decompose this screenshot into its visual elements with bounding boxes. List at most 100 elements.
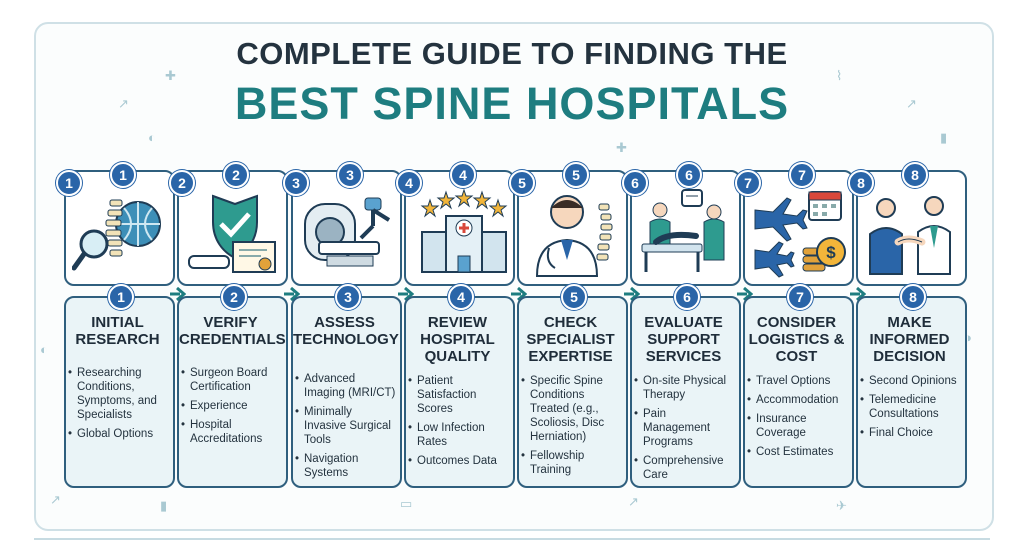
- list-item: Outcomes Data: [408, 454, 509, 468]
- step-heading: VERIFY CREDENTIALS: [179, 314, 286, 348]
- chart-icon: ↗: [50, 492, 61, 507]
- step-bullet-list: Surgeon Board Certification Experience H…: [181, 366, 282, 451]
- title-line-1: COMPLETE GUIDE TO FINDING THE: [236, 36, 788, 71]
- step-number-badge: 6: [622, 170, 648, 196]
- step-bullet-list: On-site Physical Therapy Pain Management…: [634, 374, 735, 487]
- step-illustration-card: $ 7 7: [735, 162, 854, 286]
- list-item: Minimally Invasive Surgical Tools: [295, 405, 396, 447]
- step-number-badge: 5: [561, 284, 587, 310]
- list-item: Cost Estimates: [747, 445, 848, 459]
- step-number-badge: 2: [221, 284, 247, 310]
- list-item: Fellowship Training: [521, 449, 622, 477]
- step-number-badge: 5: [563, 162, 589, 188]
- step-bullet-list: Researching Conditions, Symptoms, and Sp…: [68, 366, 169, 446]
- pill-icon: ◐: [148, 130, 156, 145]
- step-number-badge: 2: [169, 170, 195, 196]
- step-number-badge: 2: [223, 162, 249, 188]
- step-number-badge: 3: [337, 162, 363, 188]
- bar-chart-icon: ▮: [160, 498, 168, 513]
- bar-chart-icon: ▮: [940, 130, 948, 145]
- list-item: Experience: [181, 399, 282, 413]
- step-8-make-informed-decision: 8 8 8 MAKE INFORMED DECISION Second Opin…: [848, 162, 967, 488]
- list-item: Second Opinions: [860, 374, 961, 388]
- step-number-badge: 3: [283, 170, 309, 196]
- list-item: Hospital Accreditations: [181, 418, 282, 446]
- step-illustration-card: 5 5: [509, 162, 628, 286]
- step-illustration-card: 8 8: [848, 162, 967, 286]
- step-illustration-card: 1 1: [56, 162, 175, 286]
- list-item: On-site Physical Therapy: [634, 374, 735, 402]
- list-item: Telemedicine Consultations: [860, 393, 961, 421]
- list-item: Global Options: [68, 427, 169, 441]
- list-item: Accommodation: [747, 393, 848, 407]
- step-number-badge: 1: [108, 284, 134, 310]
- step-number-badge: 3: [335, 284, 361, 310]
- step-number-badge: 6: [676, 162, 702, 188]
- heartbeat-icon: ⌇: [836, 68, 843, 83]
- list-item: Low Infection Rates: [408, 421, 509, 449]
- step-illustration-card: 4 4: [396, 162, 515, 286]
- step-3-assess-technology: 3 3 3 ASSESS TECHNOLOGY Advanced Imaging…: [283, 162, 402, 488]
- list-item: Researching Conditions, Symptoms, and Sp…: [68, 366, 169, 422]
- medical-cross-icon: ✚: [616, 140, 627, 155]
- step-number-badge: 1: [56, 170, 82, 196]
- chart-icon: ↗: [628, 494, 639, 509]
- chart-icon: ↗: [118, 96, 129, 111]
- shield-certificate-icon: [188, 194, 276, 273]
- hospital-stars-icon: [420, 188, 508, 273]
- step-2-verify-credentials: 2 2 2 VERIFY CREDENTIALS Surgeon Board C…: [169, 162, 288, 488]
- list-item: Comprehensive Care: [634, 454, 735, 482]
- step-heading: CONSIDER LOGISTICS & COST: [748, 314, 845, 365]
- step-4-review-hospital-quality: 4 4 4 REVIEW HOSPITAL QUALITY Patient Sa…: [396, 162, 515, 488]
- list-item: Travel Options: [747, 374, 848, 388]
- step-6-evaluate-support-services: 6 6 6 EVALUATE SUPPORT SERVICES On-site …: [622, 162, 741, 488]
- step-number-badge: 6: [674, 284, 700, 310]
- step-heading: ASSESS TECHNOLOGY: [293, 314, 399, 348]
- step-heading: REVIEW HOSPITAL QUALITY: [420, 314, 495, 365]
- step-heading: INITIAL RESEARCH: [75, 314, 160, 348]
- title-line-2: BEST SPINE HOSPITALS: [234, 78, 790, 129]
- handshake-doctor-icon: [869, 196, 951, 275]
- step-number-badge: 4: [450, 162, 476, 188]
- medical-cross-icon: ✚: [165, 68, 176, 83]
- list-item: Final Choice: [860, 426, 961, 440]
- step-bullet-list: Specific Spine Conditions Treated (e.g.,…: [521, 374, 622, 482]
- step-illustration-card: 3 3: [283, 162, 402, 286]
- chart-icon: ↗: [906, 96, 917, 111]
- step-number-badge: 1: [110, 162, 136, 188]
- step-heading: MAKE INFORMED DECISION: [869, 314, 950, 365]
- step-number-badge: 8: [848, 170, 874, 196]
- document-icon: ▭: [400, 496, 413, 511]
- step-1-initial-research: 1 1 1 INITIAL RESEARCH Researching Condi…: [56, 162, 175, 488]
- bottom-divider: [34, 538, 990, 540]
- step-number-badge: 5: [509, 170, 535, 196]
- step-heading: CHECK SPECIALIST EXPERTISE: [526, 314, 615, 365]
- step-number-badge: 4: [448, 284, 474, 310]
- step-bullet-list: Advanced Imaging (MRI/CT) Minimally Inva…: [295, 372, 396, 485]
- step-bullet-list: Travel Options Accommodation Insurance C…: [747, 374, 848, 464]
- list-item: Patient Satisfaction Scores: [408, 374, 509, 416]
- svg-text:$: $: [826, 243, 836, 262]
- list-item: Surgeon Board Certification: [181, 366, 282, 394]
- pill-icon: ◐: [40, 342, 48, 357]
- spine-globe-magnifier-icon: [72, 199, 161, 271]
- pill-icon: ◑: [964, 330, 972, 345]
- step-bullet-list: Patient Satisfaction Scores Low Infectio…: [408, 374, 509, 473]
- doctor-spine-icon: [535, 195, 613, 277]
- list-item: Insurance Coverage: [747, 412, 848, 440]
- step-number-badge: 4: [396, 170, 422, 196]
- list-item: Specific Spine Conditions Treated (e.g.,…: [521, 374, 622, 444]
- step-number-badge: 7: [735, 170, 761, 196]
- step-number-badge: 7: [787, 284, 813, 310]
- step-7-consider-logistics-cost: $ 7 7 7 CONSIDER LOGISTICS & COST Travel…: [735, 162, 854, 488]
- step-heading: EVALUATE SUPPORT SERVICES: [644, 314, 723, 365]
- step-number-badge: 8: [900, 284, 926, 310]
- step-number-badge: 8: [902, 162, 928, 188]
- airplane-icon: ✈: [836, 498, 847, 513]
- travel-cost-icon: $: [754, 191, 846, 278]
- list-item: Navigation Systems: [295, 452, 396, 480]
- list-item: Pain Management Programs: [634, 407, 735, 449]
- step-5-check-specialist-expertise: 5 5 5 CHECK SPECIALIST EXPERTISE Specifi…: [509, 162, 628, 488]
- step-bullet-list: Second Opinions Telemedicine Consultatio…: [860, 374, 961, 445]
- physical-therapy-icon: [641, 189, 725, 272]
